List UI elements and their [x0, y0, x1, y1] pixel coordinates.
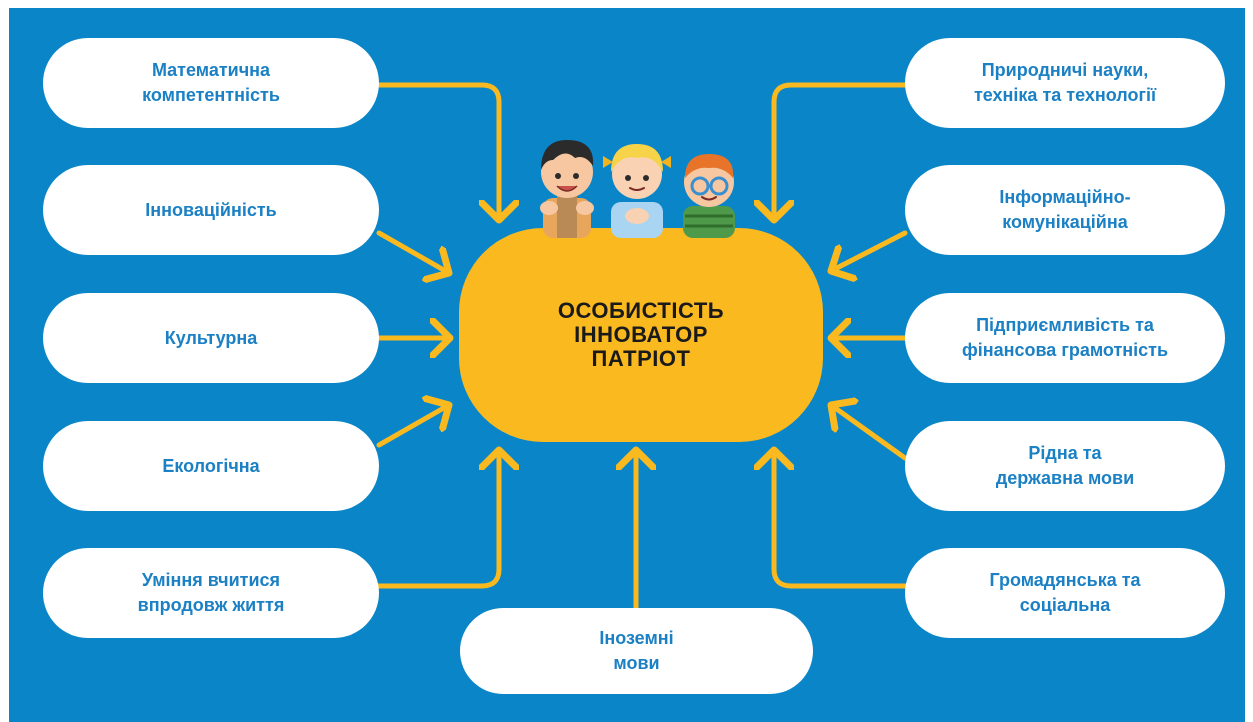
- competency-entrepreneurship-label: Підприємливість та фінансова грамотність: [961, 315, 1169, 360]
- competency-innovation-label: Інноваційність: [145, 199, 277, 220]
- competency-entrepreneurship: Підприємливість та фінансова грамотність: [905, 293, 1225, 383]
- arrow-civic: [774, 450, 908, 589]
- competency-cultural-label: Культурна: [164, 327, 258, 348]
- competency-civic-label: Громадянська та соціальна: [989, 570, 1141, 615]
- competency-foreign: Іноземні мови: [460, 608, 813, 694]
- boy-glasses-icon: [683, 154, 735, 238]
- boy-dark-hair-icon: [540, 140, 594, 238]
- competency-innovation: Інноваційність: [43, 165, 379, 255]
- three-children-icon: [540, 140, 735, 238]
- competency-native-label: Рідна та державна мови: [995, 443, 1135, 488]
- central-node: ОСОБИСТІСТЬ ІННОВАТОР ПАТРІОТ: [459, 228, 823, 442]
- girl-blonde-icon: [603, 144, 671, 238]
- competency-lifelong: Уміння вчитися впродовж життя: [43, 548, 379, 638]
- competency-math-label: Математична компетентність: [142, 60, 280, 105]
- arrow-ict: [831, 230, 908, 271]
- competency-ict-label: Інформаційно- комунікаційна: [999, 187, 1131, 232]
- competency-math: Математична компетентність: [43, 38, 379, 128]
- arrow-ecological: [376, 405, 449, 448]
- competency-foreign-label: Іноземні мови: [599, 628, 674, 673]
- arrow-innovation: [376, 230, 449, 273]
- central-title: ОСОБИСТІСТЬ ІННОВАТОР ПАТРІОТ: [557, 298, 725, 371]
- competency-ecological-label: Екологічна: [162, 455, 260, 476]
- competency-ict: Інформаційно- комунікаційна: [905, 165, 1225, 255]
- arrow-math: [376, 82, 499, 220]
- competency-science: Природничі науки, техніка та технології: [905, 38, 1225, 128]
- arrow-science: [774, 82, 908, 220]
- competency-cultural: Культурна: [43, 293, 379, 383]
- connector-arrows: [376, 82, 908, 611]
- competency-lifelong-label: Уміння вчитися впродовж життя: [137, 570, 285, 615]
- competency-native: Рідна та державна мови: [905, 421, 1225, 511]
- competency-ecological: Екологічна: [43, 421, 379, 511]
- arrow-native: [831, 405, 908, 461]
- competency-science-label: Природничі науки, техніка та технології: [973, 60, 1157, 105]
- diagram-canvas: ОСОБИСТІСТЬ ІННОВАТОР ПАТРІОТ: [9, 8, 1245, 722]
- arrow-lifelong: [376, 450, 499, 589]
- competency-civic: Громадянська та соціальна: [905, 548, 1225, 638]
